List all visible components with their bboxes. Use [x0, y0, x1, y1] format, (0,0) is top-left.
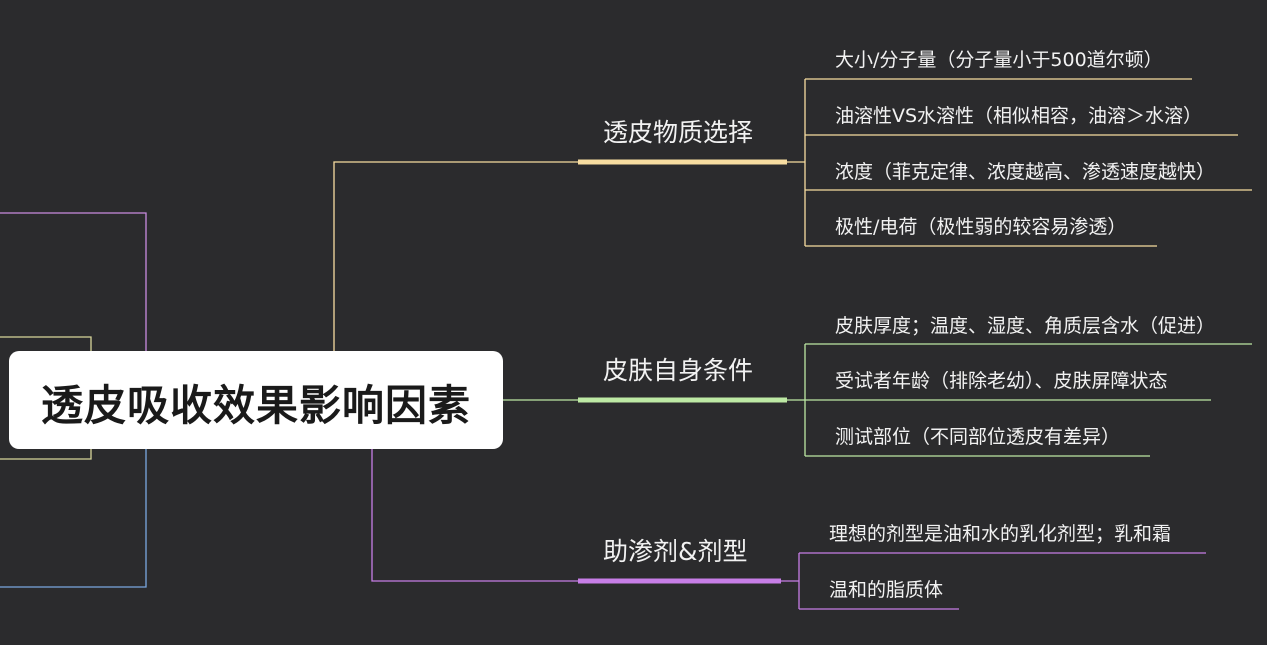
left-stub-connector	[0, 212, 147, 351]
leaf-topic[interactable]: 温和的脂质体	[829, 575, 943, 602]
branch-label: 透皮物质选择	[603, 118, 754, 147]
leaf-topic[interactable]: 大小/分子量（分子量小于500道尔顿）	[835, 45, 1163, 72]
branch-enhancer-formulation[interactable]: 助渗剂&剂型	[603, 532, 748, 568]
branch-label: 皮肤自身条件	[603, 356, 754, 385]
leaf-topic[interactable]: 极性/电荷（极性弱的较容易渗透）	[835, 212, 1126, 239]
leaf-topic[interactable]: 测试部位（不同部位透皮有差异）	[835, 422, 1120, 449]
leaf-label: 受试者年龄（排除老幼）、皮肤屏障状态	[835, 370, 1168, 392]
leaf-topic[interactable]: 浓度（菲克定律、浓度越高、渗透速度越快）	[835, 157, 1215, 184]
leaf-topic[interactable]: 皮肤厚度；温度、湿度、角质层含水（促进）	[835, 311, 1215, 338]
leaf-label: 理想的剂型是油和水的乳化剂型；乳和霜	[829, 523, 1172, 545]
branch-connector	[371, 449, 578, 582]
leaf-label: 浓度（菲克定律、浓度越高、渗透速度越快）	[835, 161, 1216, 183]
branch-skin-condition[interactable]: 皮肤自身条件	[603, 351, 753, 387]
leaf-label: 极性/电荷（极性弱的较容易渗透）	[835, 216, 1127, 238]
central-topic[interactable]: 透皮吸收效果影响因素	[9, 351, 503, 449]
leaf-label: 温和的脂质体	[829, 579, 944, 601]
leaf-label: 大小/分子量（分子量小于500道尔顿）	[835, 49, 1163, 71]
branch-material-selection[interactable]: 透皮物质选择	[603, 113, 753, 149]
leaf-topic[interactable]: 受试者年龄（排除老幼）、皮肤屏障状态	[835, 366, 1168, 393]
leaf-topic[interactable]: 油溶性VS水溶性（相似相容，油溶＞水溶）	[835, 101, 1202, 128]
branch-connector	[333, 161, 578, 351]
central-topic-label: 透皮吸收效果影响因素	[40, 380, 471, 430]
leaf-label: 测试部位（不同部位透皮有差异）	[835, 426, 1121, 448]
branch-label: 助渗剂&剂型	[603, 537, 748, 566]
leaf-label: 油溶性VS水溶性（相似相容，油溶＞水溶）	[835, 105, 1203, 127]
left-stub-connector	[0, 449, 147, 588]
leaf-topic[interactable]: 理想的剂型是油和水的乳化剂型；乳和霜	[829, 519, 1171, 546]
leaf-label: 皮肤厚度；温度、湿度、角质层含水（促进）	[835, 315, 1216, 337]
left-stub-connector	[0, 336, 92, 351]
left-stub-connector	[0, 449, 92, 460]
